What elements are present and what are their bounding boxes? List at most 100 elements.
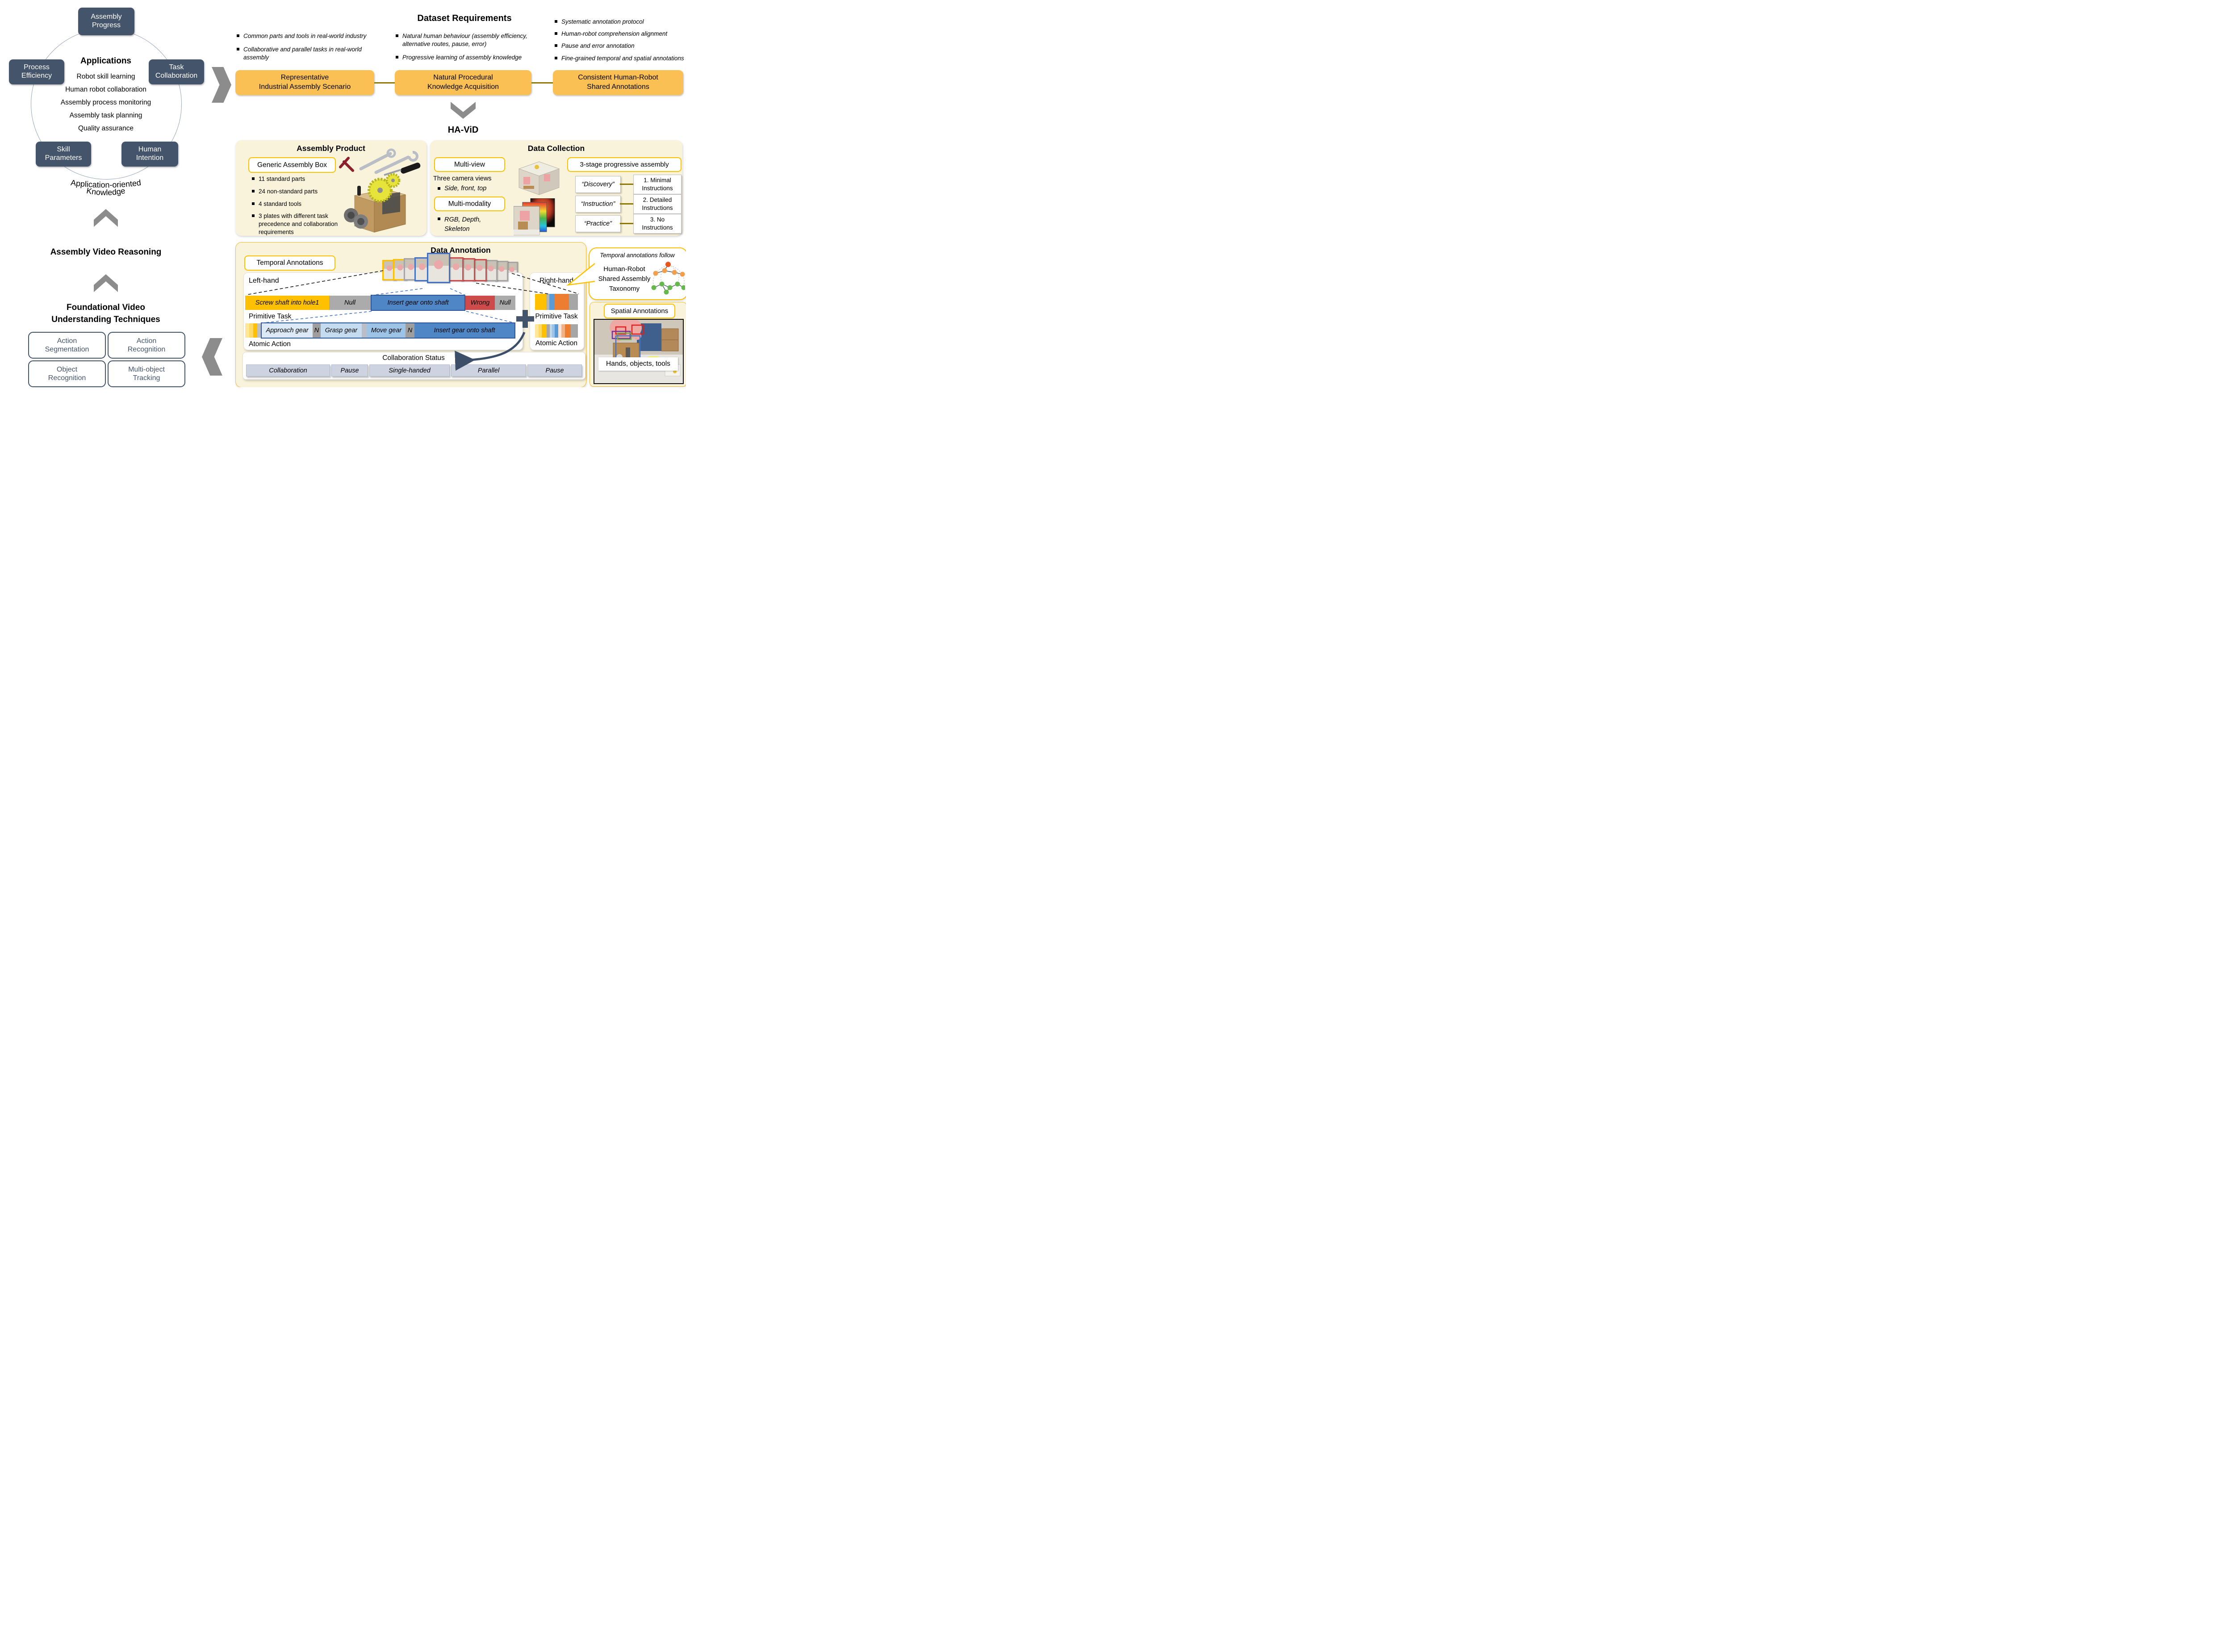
- applications-item: Assembly process monitoring: [60, 99, 151, 106]
- box-action-recognition: Action Recognition: [108, 332, 185, 359]
- right-primitive-task-label: Primitive Task: [535, 313, 578, 320]
- atomic-segment: N: [406, 323, 414, 338]
- atomic-segment: Grasp gear: [321, 323, 362, 338]
- box-human-intention: Human Intention: [121, 142, 178, 167]
- collab-segment: Pause: [331, 364, 368, 376]
- havid-label: HA-ViD: [447, 125, 479, 135]
- mini-segment: [552, 324, 555, 338]
- chevron-up-icon: [94, 274, 118, 292]
- square-bullet-icon: [237, 48, 239, 51]
- requirements-col2: Natural human behaviour (assembly effici…: [396, 32, 543, 62]
- square-bullet-icon: [438, 187, 440, 190]
- bullet-item: 3 plates with different task precedence …: [252, 212, 351, 236]
- collaboration-status-title: Collaboration Status: [382, 354, 445, 362]
- square-bullet-icon: [252, 189, 255, 192]
- primitive-segment: Insert gear onto shaft: [371, 295, 465, 311]
- atomic-segment: Approach gear: [262, 323, 313, 338]
- bullet-item: 11 standard parts: [252, 175, 351, 183]
- applications-item: Robot skill learning: [76, 73, 135, 80]
- data-collection-title: Data Collection: [527, 144, 585, 153]
- data-annotation-title: Data Annotation: [431, 246, 491, 255]
- mini-segment: [549, 294, 555, 310]
- square-bullet-icon: [252, 214, 255, 217]
- collab-segment: Pause: [527, 364, 582, 376]
- assembly-product-title: Assembly Product: [297, 144, 365, 153]
- figure-canvas: Assembly Progress Process Efficiency Tas…: [0, 0, 686, 387]
- mini-segment: [549, 324, 552, 338]
- applications-item: Assembly task planning: [69, 112, 142, 119]
- square-bullet-icon: [396, 34, 398, 37]
- mini-segment: [542, 324, 547, 338]
- connector-line: [620, 223, 633, 224]
- bullet-item: 4 standard tools: [252, 200, 351, 208]
- video-frame: [473, 259, 487, 281]
- primitive-segment: Null: [329, 296, 371, 310]
- multi-modality-image: [514, 198, 555, 235]
- multi-modality-badge: Multi-modality: [434, 197, 505, 211]
- atomic-action-label: Atomic Action: [249, 340, 291, 348]
- primitive-task-label: Primitive Task: [249, 313, 292, 320]
- box-process-efficiency: Process Efficiency: [9, 59, 64, 84]
- mini-segment: [546, 294, 549, 310]
- svg-text:Application-oriented: Application-oriented: [70, 178, 142, 189]
- mini-segment: [535, 324, 539, 338]
- atomic-prefix-segment: [245, 323, 249, 338]
- box-assembly-progress: Assembly Progress: [78, 8, 134, 35]
- bullet-item: Progressive learning of assembly knowled…: [396, 54, 543, 62]
- video-frame: [448, 257, 464, 281]
- right-hand-primitive-bar: [535, 294, 578, 310]
- bubble-body: Human-Robot Shared Assembly Taxonomy: [598, 265, 651, 293]
- chevron-up-icon: [94, 209, 118, 227]
- bullet-item: Human-robot comprehension alignment: [555, 30, 686, 38]
- connector-line: [620, 203, 633, 205]
- stage-instruction-box: “Instruction”: [575, 196, 621, 213]
- stage-no-instructions-box: 3. No Instructions: [633, 214, 682, 234]
- mini-segment: [538, 324, 542, 338]
- box-task-collaboration: Task Collaboration: [149, 59, 204, 84]
- requirements-col1: Common parts and tools in real-world ind…: [237, 32, 374, 62]
- applications-item: Human robot collaboration: [65, 86, 146, 93]
- right-hand-atomic-bar: [535, 324, 578, 338]
- atomic-gap: [362, 323, 367, 338]
- square-bullet-icon: [252, 177, 255, 180]
- applications-item: Quality assurance: [78, 125, 134, 132]
- dataset-requirements-title: Dataset Requirements: [417, 13, 512, 23]
- three-stage-badge: 3-stage progressive assembly: [567, 157, 682, 172]
- collab-segment: Single-handed: [369, 364, 450, 376]
- atomic-segment: Move gear: [367, 323, 406, 338]
- left-hand-label: Left-hand: [249, 277, 279, 284]
- bullet-item: Common parts and tools in real-world ind…: [237, 32, 374, 40]
- multi-view-badge: Multi-view: [434, 157, 505, 172]
- requirements-col3: Systematic annotation protocol Human-rob…: [555, 18, 686, 63]
- chevron-down-icon: [451, 102, 476, 119]
- assembly-product-bullets: 11 standard parts 24 non-standard parts …: [252, 175, 351, 236]
- speech-bubble-tail: [566, 263, 595, 286]
- atomic-prefix-segment: [257, 323, 261, 338]
- bullet-item: Collaborative and parallel tasks in real…: [237, 46, 374, 62]
- chevron-left-icon: [202, 338, 222, 376]
- bullet-item: Systematic annotation protocol: [555, 18, 686, 26]
- square-bullet-icon: [555, 20, 557, 23]
- camera-views-text: Three camera views: [433, 175, 492, 182]
- mini-segment: [555, 294, 569, 310]
- square-bullet-icon: [396, 56, 398, 59]
- connector-line: [531, 82, 553, 84]
- stage-discovery-box: “Discovery”: [575, 176, 621, 193]
- right-atomic-action-label: Atomic Action: [535, 339, 577, 347]
- atomic-segment: N: [313, 323, 321, 338]
- bubble-line1: Temporal annotations follow: [600, 252, 675, 259]
- multi-view-image: [518, 161, 560, 195]
- primitive-segment: Null: [495, 296, 515, 310]
- mini-segment: [569, 294, 578, 310]
- requirement-box-consistent: Consistent Human-Robot Shared Annotation…: [553, 70, 683, 95]
- bullet-item: Natural human behaviour (assembly effici…: [396, 32, 543, 48]
- foundational-title: Foundational Video Understanding Techniq…: [51, 303, 160, 324]
- stage-practice-box: “Practice”: [575, 215, 621, 232]
- square-bullet-icon: [555, 32, 557, 35]
- requirement-box-representative: Representative Industrial Assembly Scena…: [235, 70, 374, 95]
- collab-segment: Parallel: [451, 364, 526, 376]
- atomic-action-bar: Approach gear N Grasp gear Move gear N I…: [261, 322, 515, 339]
- atomic-prefix-segment: [253, 323, 257, 338]
- bullet-item: Pause and error annotation: [555, 42, 686, 50]
- spatial-annotations-badge: Spatial Annotations: [604, 304, 675, 318]
